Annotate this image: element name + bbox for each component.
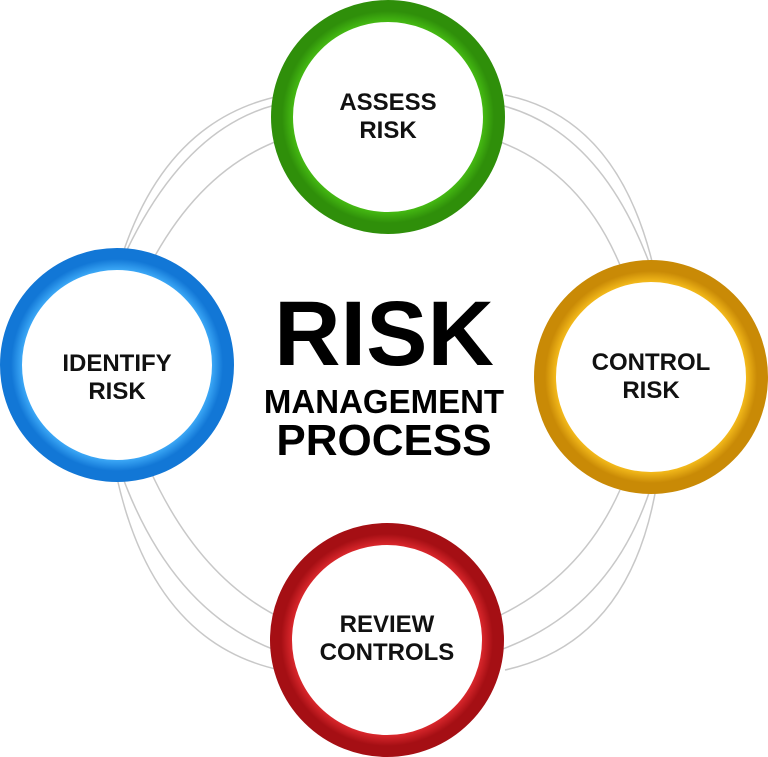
step-line1: ASSESS: [339, 89, 437, 116]
title-risk: RISK: [274, 283, 494, 385]
step-review-controls: REVIEW CONTROLS: [287, 611, 487, 667]
ring-assess: [271, 0, 505, 234]
title-management: MANAGEMENT: [263, 383, 505, 420]
ring-identify: [0, 248, 234, 482]
connector-curve: [149, 139, 281, 266]
connector-curve: [149, 469, 286, 621]
connector-curve: [489, 489, 621, 621]
step-line1: IDENTIFY: [62, 350, 172, 377]
step-control-risk: CONTROL RISK: [551, 349, 751, 405]
step-line2: RISK: [359, 117, 417, 144]
connector-curve: [119, 104, 276, 266]
connector-curve: [499, 104, 651, 266]
step-identify-risk: IDENTIFY RISK: [17, 350, 217, 406]
connector-curve: [119, 469, 276, 651]
step-line1: REVIEW: [339, 611, 435, 638]
connector-curve: [109, 439, 281, 671]
connector-curve: [504, 459, 661, 671]
connector-lines: [109, 94, 661, 671]
connector-curve: [504, 94, 661, 301]
step-line2: CONTROLS: [319, 639, 455, 666]
step-line1: CONTROL: [591, 349, 711, 376]
connector-curve: [499, 489, 651, 651]
ring-review: [270, 523, 504, 757]
title-process: PROCESS: [276, 416, 492, 465]
ring-control: [534, 260, 768, 494]
connector-curve: [494, 139, 621, 266]
step-assess-risk: ASSESS RISK: [288, 89, 488, 145]
step-line2: RISK: [622, 377, 680, 404]
step-line2: RISK: [88, 378, 146, 405]
